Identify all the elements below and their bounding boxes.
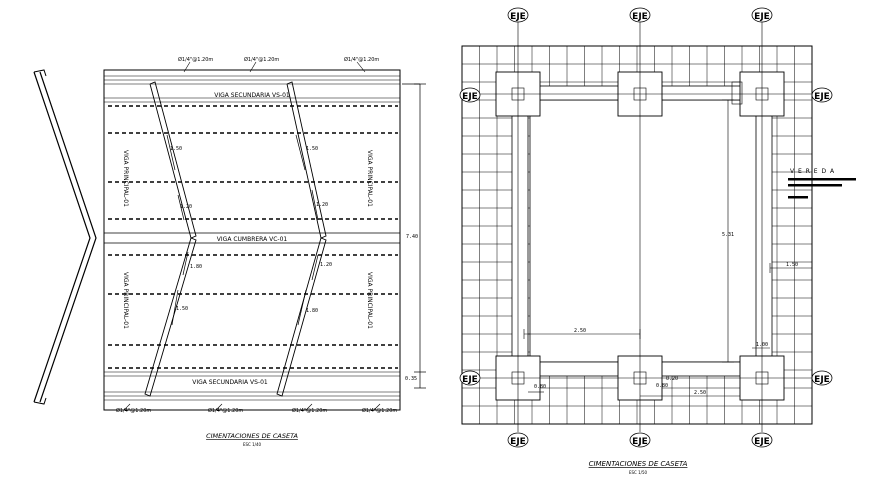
callout: Ø1/4"@1.20m — [116, 407, 151, 414]
vereda-label: V E R E D A — [790, 168, 835, 175]
callout: Ø1/4"@1.20m — [178, 56, 213, 63]
svg-text:EJE: EJE — [814, 375, 830, 385]
svg-text:EJE: EJE — [510, 437, 526, 447]
beam-label-top: VIGA SECUNDARIA VS-01 — [214, 92, 290, 99]
svg-text:EJE: EJE — [462, 92, 478, 102]
svg-text:EJE: EJE — [754, 437, 770, 447]
beam-label-ridge: VIGA CUMBRERA VC-01 — [217, 236, 288, 243]
callout: Ø1/4"@1.20m — [292, 407, 327, 414]
drawing-title: CIMENTACIONES DE CASETA — [589, 460, 688, 468]
dim-left: 1.50 — [786, 262, 798, 268]
drawing-title: CIMENTACIONES DE CASETA — [206, 432, 298, 440]
side-profile — [33, 69, 97, 405]
beam-label-principal: VIGA PRINCIPAL-01 — [122, 150, 129, 207]
callout: Ø1/4"@1.20m — [344, 56, 379, 63]
dim-horizontal: 2.50 — [574, 328, 586, 334]
beam-label-principal: VIGA PRINCIPAL-01 — [366, 272, 373, 329]
axis-bubble: EJE — [629, 432, 651, 448]
brace-dim: 1.50 — [176, 306, 188, 312]
dim-bottom-left: 0.80 — [534, 384, 546, 390]
brace-dim: 1.20 — [320, 262, 332, 268]
dim-bottom-right: 2.50 — [694, 390, 706, 396]
callout: Ø1/4"@1.20m — [362, 407, 397, 414]
axis-bubble: EJE — [811, 370, 833, 386]
beam-label-bottom: VIGA SECUNDARIA VS-01 — [192, 379, 268, 386]
svg-text:EJE: EJE — [632, 12, 648, 22]
roof-plan: 1.50 1.20 1.50 1.20 1.80 1.50 1.20 1.80 … — [103, 56, 426, 447]
svg-text:EJE: EJE — [754, 12, 770, 22]
foundation-plan: EJE EJE EJE EJE EJE EJE EJE E — [459, 7, 856, 475]
dim-small: 0.35 — [405, 376, 417, 382]
callout: Ø1/4"@1.20m — [244, 56, 279, 63]
dim-corner: 0.20 — [666, 376, 678, 382]
brace-dim: 1.80 — [306, 308, 318, 314]
brace-dim: 1.20 — [316, 202, 328, 208]
brace-dim: 1.50 — [306, 146, 318, 152]
axis-bubble: EJE — [811, 87, 833, 103]
callout: Ø1/4"@1.20m — [208, 407, 243, 414]
brace-dim: 1.50 — [170, 146, 182, 152]
axis-bubble: EJE — [751, 432, 773, 448]
axis-bubble: EJE — [629, 7, 651, 23]
dim-bottom-mid: 0.80 — [656, 383, 668, 389]
dim-height: 7.40 — [406, 234, 418, 240]
drawing-scale: ESC 1/50 — [629, 470, 648, 475]
brace-dim: 1.80 — [190, 264, 202, 270]
svg-text:EJE: EJE — [814, 92, 830, 102]
axis-bubble: EJE — [459, 87, 481, 103]
svg-text:EJE: EJE — [510, 12, 526, 22]
axis-bubble: EJE — [507, 7, 529, 23]
svg-text:EJE: EJE — [632, 437, 648, 447]
beam-label-principal: VIGA PRINCIPAL-01 — [122, 272, 129, 329]
axis-bubble: EJE — [459, 370, 481, 386]
beam-label-principal: VIGA PRINCIPAL-01 — [366, 150, 373, 207]
axis-bubble: EJE — [751, 7, 773, 23]
svg-text:EJE: EJE — [462, 375, 478, 385]
axis-bubble: EJE — [507, 432, 529, 448]
drawing-scale: ESC 1/40 — [243, 442, 262, 447]
dim-small: 1.00 — [756, 342, 768, 348]
brace-dim: 1.20 — [180, 204, 192, 210]
dim-vertical: 5.31 — [722, 232, 734, 238]
